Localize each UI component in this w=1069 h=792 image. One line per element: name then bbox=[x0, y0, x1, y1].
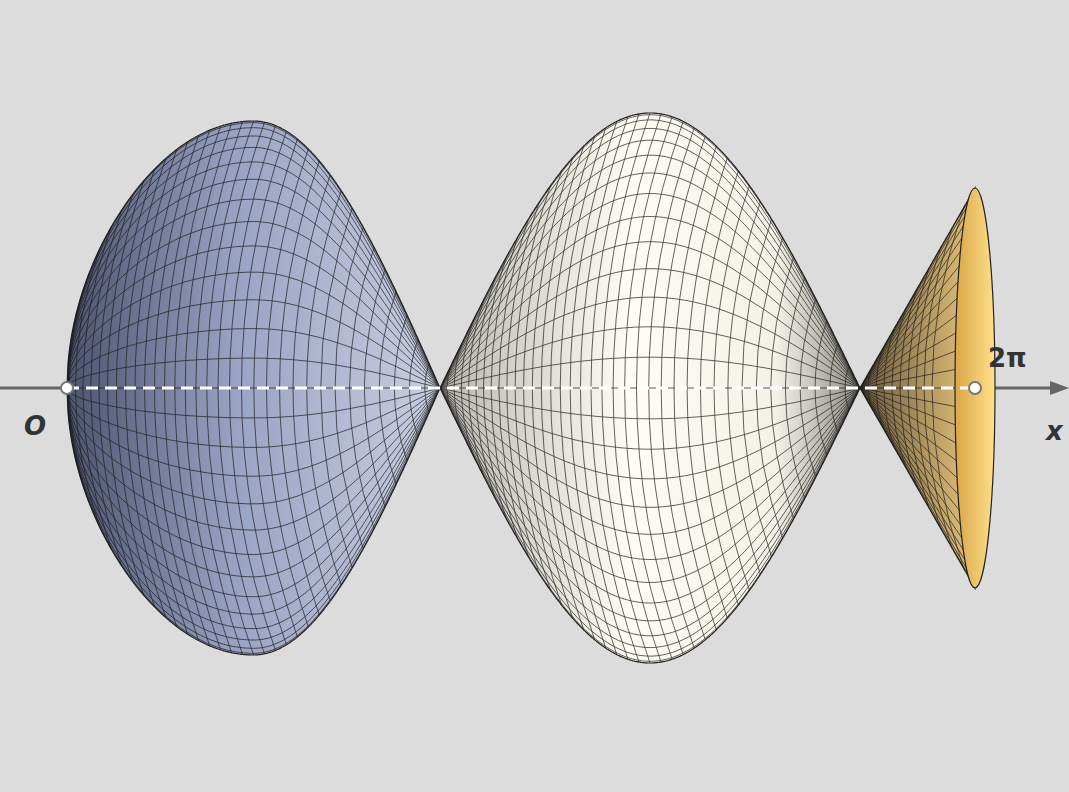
meridian-line bbox=[440, 327, 860, 388]
meridian-line bbox=[440, 388, 860, 449]
end-label: 2π bbox=[988, 345, 1027, 371]
meridian-line bbox=[67, 300, 439, 388]
meridian-line bbox=[440, 173, 860, 388]
origin-label: O bbox=[24, 413, 46, 439]
meridian-line bbox=[67, 388, 439, 577]
meridian-line bbox=[67, 388, 439, 418]
meridian-line bbox=[440, 388, 860, 419]
meridian-line bbox=[67, 388, 439, 447]
meridian-line bbox=[67, 136, 439, 388]
parallel-line bbox=[876, 348, 883, 428]
meridian-line bbox=[67, 388, 439, 530]
axis-label: x bbox=[1046, 418, 1063, 444]
meridian-line bbox=[67, 358, 439, 388]
parallel-line bbox=[591, 114, 639, 662]
meridian-line bbox=[67, 199, 439, 388]
meridian-line bbox=[440, 388, 860, 534]
meridian-line bbox=[67, 388, 439, 640]
meridian-line bbox=[67, 388, 439, 389]
meridian-line bbox=[67, 388, 439, 597]
meridian-line bbox=[440, 388, 860, 603]
origin-point bbox=[61, 382, 73, 394]
axis-arrow bbox=[1050, 381, 1069, 395]
meridian-line bbox=[67, 388, 439, 555]
meridian-line bbox=[67, 388, 439, 629]
meridian-line bbox=[67, 272, 439, 388]
meridian-line bbox=[67, 222, 439, 389]
dashed-axis bbox=[67, 387, 975, 390]
meridian-line bbox=[440, 357, 860, 388]
meridian-line bbox=[67, 388, 439, 504]
meridian-line bbox=[67, 388, 439, 653]
meridian-line bbox=[67, 246, 439, 388]
meridian-line bbox=[67, 329, 439, 388]
end-point bbox=[969, 382, 981, 394]
meridian-line bbox=[67, 123, 439, 388]
meridian-line bbox=[67, 388, 439, 476]
lobe-one bbox=[67, 121, 440, 655]
meridian-line bbox=[440, 388, 860, 583]
